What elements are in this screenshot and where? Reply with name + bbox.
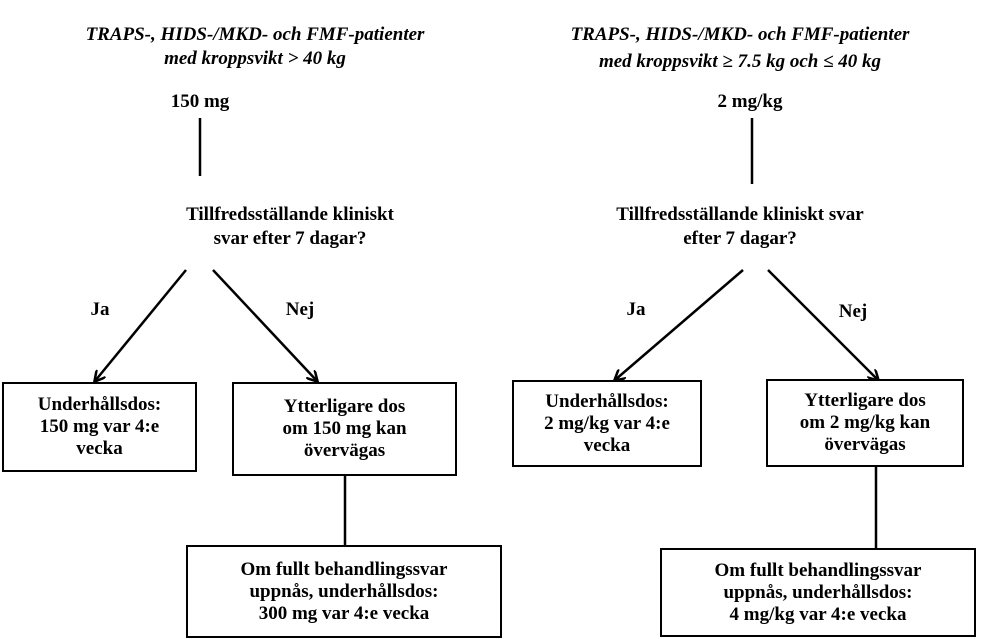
left-no-label: Nej bbox=[285, 299, 315, 320]
left-no-arrow bbox=[212, 269, 317, 381]
left-yes-label: Ja bbox=[90, 299, 110, 320]
right-extra-dose-text: Ytterligare dos om 2 mg/kg kan övervägas bbox=[799, 390, 931, 455]
right-maintenance-text: Underhållsdos: 2 mg/kg var 4:e vecka bbox=[544, 390, 670, 456]
left-title-line1: TRAPS-, HIDS-/MKD- och FMF-patienter bbox=[85, 24, 425, 45]
left-question: Tillfredsställande kliniskt svar efter 7… bbox=[186, 204, 394, 249]
right-yes-arrow bbox=[615, 269, 744, 380]
right-no-label: Nej bbox=[838, 301, 868, 322]
right-title-line1: TRAPS-, HIDS-/MKD- och FMF-patienter bbox=[570, 24, 910, 45]
left-dose: 150 mg bbox=[170, 91, 230, 112]
left-full-response-box: Om fullt behandlingssvar uppnås, underhå… bbox=[186, 545, 502, 638]
left-maintenance-text: Underhållsdos: 150 mg var 4:e vecka bbox=[37, 394, 162, 459]
right-full-response-box: Om fullt behandlingssvar uppnås, underhå… bbox=[660, 548, 976, 637]
right-maintenance-box: Underhållsdos: 2 mg/kg var 4:e vecka bbox=[512, 380, 702, 467]
right-yes-label: Ja bbox=[626, 299, 646, 320]
right-dose: 2 mg/kg bbox=[717, 91, 783, 112]
left-full-response-text: Om fullt behandlingssvar uppnås, underhå… bbox=[240, 558, 448, 624]
left-extra-dose-text: Ytterligare dos om 150 mg kan övervägas bbox=[282, 396, 407, 461]
left-extra-dose-box: Ytterligare dos om 150 mg kan övervägas bbox=[232, 382, 457, 476]
right-full-response-text: Om fullt behandlingssvar uppnås, underhå… bbox=[714, 559, 922, 625]
right-extra-dose-box: Ytterligare dos om 2 mg/kg kan övervägas bbox=[766, 379, 964, 467]
right-title-line2: med kroppsvikt ≥ 7.5 kg och ≤ 40 kg bbox=[598, 51, 882, 72]
right-no-arrow bbox=[767, 269, 878, 380]
left-title-line2: med kroppsvikt > 40 kg bbox=[164, 48, 346, 69]
left-yes-arrow bbox=[95, 269, 187, 381]
right-question: Tillfredsställande kliniskt svar efter 7… bbox=[616, 204, 864, 249]
left-maintenance-box: Underhållsdos: 150 mg var 4:e vecka bbox=[2, 382, 197, 472]
